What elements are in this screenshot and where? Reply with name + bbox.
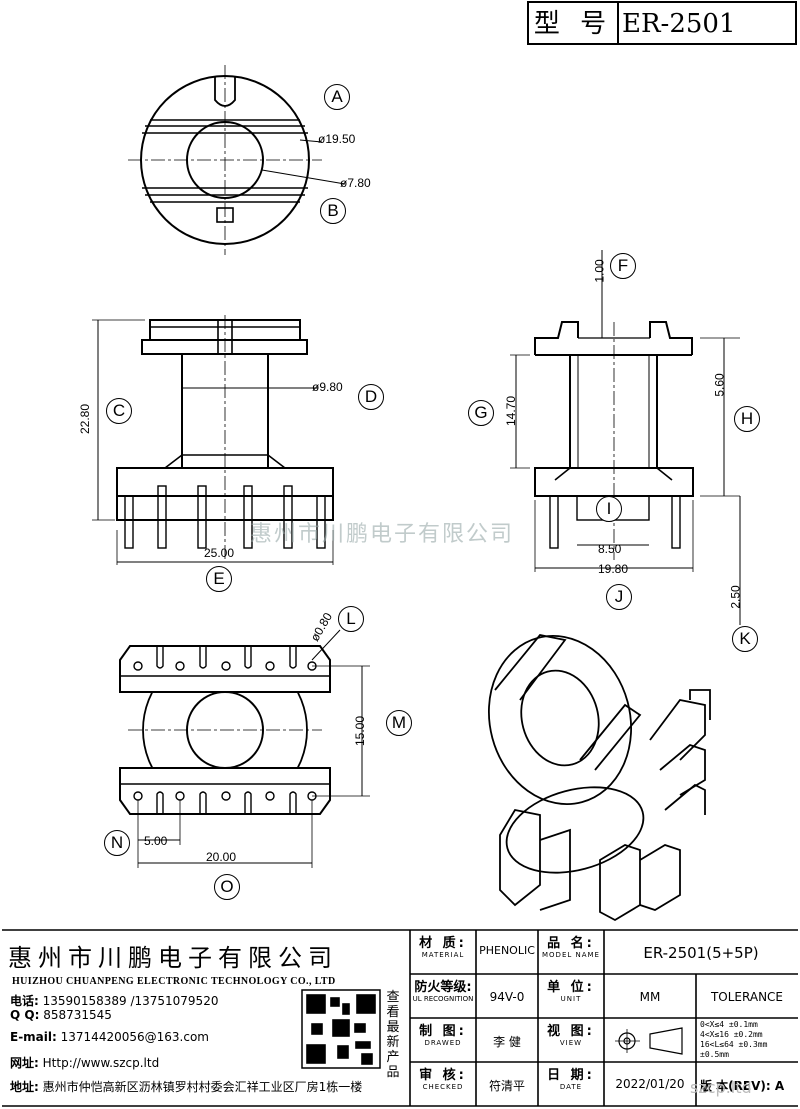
tb-view-label: 视 图:VIEW [547,1024,595,1047]
tb-revision: 版 本(REV): A [700,1077,798,1094]
model-number: ER-2501 [622,9,736,39]
tb-material-value: PHENOLIC [479,944,535,957]
dim-core-width: 8.50 [598,542,622,556]
tb-unit-label: 单 位:UNIT [547,980,595,1003]
view-label-g: G [468,400,494,426]
qq-label: Q Q: [10,1008,40,1022]
tb-fire-label: 防火等级:UL RECOGNITION [412,980,474,1003]
view-label-i: I [596,496,622,522]
dim-inner-diameter: ø7.80 [340,176,371,190]
watermark-url: szcp.ltd [690,1078,752,1097]
watermark: 惠州市川鹏电子有限公司 [250,522,515,547]
tb-drawn-label: 制 图:DRAWED [419,1024,467,1047]
qq-value: 858731545 [43,1008,112,1022]
dim-top-thickness: 1.00 [592,259,607,283]
web-line: 网址: Http://www.szcp.ltd [10,1054,159,1071]
tb-material-label: 材 质:MATERIAL [419,936,467,959]
company-name-en: HUIZHOU CHUANPENG ELECTRONIC TECHNOLOGY … [12,976,336,987]
phone-line: 电话: 13590158389 /13751079520 [10,992,218,1009]
header-frame [527,1,797,45]
view-label-o: O [214,874,240,900]
view-label-j: J [606,584,632,610]
view-label-b: B [320,198,346,224]
phone-label: 电话: [10,994,39,1008]
tb-drawn-value: 李 健 [493,1035,521,1049]
dim-outer-diameter: ø19.50 [318,132,356,146]
phone-value: 13590158389 /13751079520 [42,994,219,1008]
dim-pin-length: 2.50 [728,585,743,609]
tol-line-2: 4<X≤16 ±0.2mm [700,1030,763,1039]
dim-height-h: 5.60 [712,373,727,397]
tb-unit-value: MM [639,990,661,1004]
dim-width-j: 19.80 [598,562,629,576]
dim-row-spacing: 15.00 [353,715,368,747]
address-value: 惠州市仲恺高新区沥林镇罗村村委会汇祥工业区厂房1栋一楼 [42,1080,363,1094]
tb-tolerance-table: 0<X≤4 ±0.1mm 4<X≤16 ±0.2mm 16<L≤64 ±0.3m… [700,1020,767,1060]
view-label-m: M [386,710,412,736]
tol-line-3: 16<L≤64 ±0.3mm [700,1040,768,1049]
view-label-d: D [358,384,384,410]
view-label-a: A [324,84,350,110]
address-line: 地址: 惠州市仲恺高新区沥林镇罗村村委会汇祥工业区厂房1栋一楼 [10,1078,362,1095]
view-label-n: N [104,830,130,856]
tb-date-value: 2022/01/20 [615,1077,685,1091]
dim-height-g: 14.70 [504,395,519,427]
tb-name-label: 品 名:MODEL NAME [542,936,600,959]
tol-line-1: 0<X≤4 ±0.1mm [700,1020,758,1029]
tb-date-label: 日 期:DATE [547,1068,595,1091]
view-label-c: C [106,398,132,424]
tb-rev-label: 版 本(REV): [700,1079,771,1093]
dim-bottom-width: 25.00 [204,546,235,560]
view-label-k: K [732,626,758,652]
top-view [128,65,346,255]
tb-tolerance: TOLERANCE [710,990,784,1004]
email-value[interactable]: 13714420056@163.com [60,1030,209,1044]
tb-check-value: 符清平 [488,1079,525,1093]
tol-line-4: ±0.5mm [700,1050,729,1059]
title-block-frame [2,929,798,1107]
view-label-e: E [206,566,232,592]
qr-caption: 查看最新产品 [386,990,400,1080]
bottom-view [119,629,370,868]
email-line: E-mail: 13714420056@163.com [10,1030,209,1044]
front-view [92,315,334,565]
tb-name-value: ER-2501(5+5P) [643,944,759,962]
tb-fire-value: 94V-0 [489,990,525,1004]
view-label-h: H [734,406,760,432]
view-label-l: L [338,606,364,632]
web-link[interactable]: Http://www.szcp.ltd [42,1056,160,1070]
email-label: E-mail: [10,1030,57,1044]
web-label: 网址: [10,1056,39,1070]
address-label: 地址: [10,1080,39,1094]
tb-rev-value: A [774,1079,785,1093]
dim-pin-pitch: 5.00 [144,834,168,848]
dim-total-height: 22.80 [78,403,93,435]
view-label-f: F [610,253,636,279]
type-label: 型 号 [533,9,613,39]
dim-row-length: 20.00 [206,850,237,864]
tb-check-label: 审 核:CHECKED [419,1068,467,1091]
qq-line: Q Q: 858731545 [10,1008,112,1022]
company-name-cn: 惠州市川鹏电子有限公司 [8,944,338,972]
dim-core-diameter: ø9.80 [312,380,343,394]
side-view [510,250,741,625]
isometric-view [487,634,711,922]
